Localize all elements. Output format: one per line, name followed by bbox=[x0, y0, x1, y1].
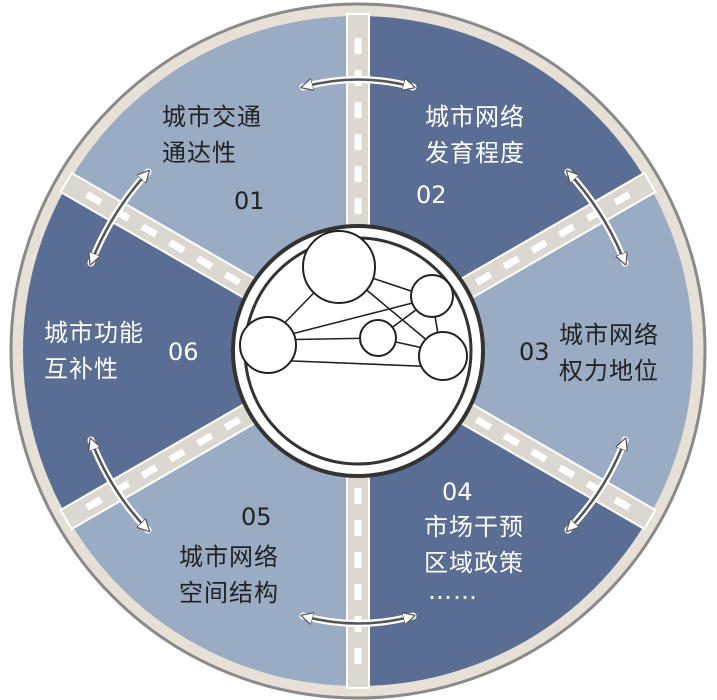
sector-06-label-line2: 互补性 bbox=[44, 355, 119, 383]
network-node-small bbox=[359, 319, 397, 357]
sector-02-number: 02 bbox=[416, 181, 447, 209]
sector-01-number: 01 bbox=[234, 187, 265, 215]
sector-01-label-line2: 通达性 bbox=[162, 139, 237, 167]
road-dash bbox=[502, 432, 520, 447]
arrow-06-01 bbox=[91, 172, 148, 263]
arrow-04-05 bbox=[303, 616, 413, 625]
road-dash bbox=[223, 271, 242, 286]
arrow-01-02 bbox=[303, 78, 413, 88]
sector-02-label-line2: 发育程度 bbox=[425, 139, 525, 167]
road-dash bbox=[474, 416, 493, 431]
sector-03-label-line2: 权力地位 bbox=[559, 357, 659, 385]
network-node-right-top bbox=[410, 274, 454, 318]
network-node-left bbox=[239, 316, 297, 374]
road-dash bbox=[530, 448, 548, 463]
road-dash bbox=[168, 448, 186, 463]
arrow-02-03 bbox=[568, 172, 625, 263]
road-dash bbox=[196, 432, 214, 447]
sector-06-number: 06 bbox=[168, 338, 199, 366]
sector-01-label-line1: 城市交通 bbox=[162, 103, 262, 131]
relation-arrows bbox=[87, 76, 629, 627]
arrow-03-04 bbox=[568, 440, 625, 530]
network-node-right bbox=[418, 331, 468, 381]
arrow-05-06 bbox=[91, 440, 148, 530]
sector-04-label-line2: 区域政策 bbox=[424, 549, 524, 577]
sector-05-number: 05 bbox=[241, 503, 272, 531]
sector-06-label-line1: 城市功能 bbox=[44, 319, 144, 347]
road-dash bbox=[168, 239, 186, 254]
sector-02-label-line1: 城市网络 bbox=[425, 103, 525, 131]
network-node-large bbox=[302, 230, 376, 304]
sector-05-label-line2: 空间结构 bbox=[179, 579, 279, 607]
sector-05-label-line1: 城市网络 bbox=[179, 543, 279, 571]
network-nodes bbox=[239, 230, 468, 381]
sector-03-number: 03 bbox=[519, 338, 550, 366]
road-dash bbox=[530, 239, 548, 254]
road-dash bbox=[474, 271, 493, 286]
road-dash bbox=[223, 416, 242, 431]
sector-04-number: 04 bbox=[442, 478, 473, 506]
sector-04-label-ellipsis: …… bbox=[428, 577, 478, 605]
road-dash bbox=[196, 255, 214, 270]
sector-04-label-line1: 市场干预 bbox=[424, 513, 524, 541]
sector-03-label-line1: 城市网络 bbox=[559, 321, 659, 349]
road-dash bbox=[502, 255, 520, 270]
